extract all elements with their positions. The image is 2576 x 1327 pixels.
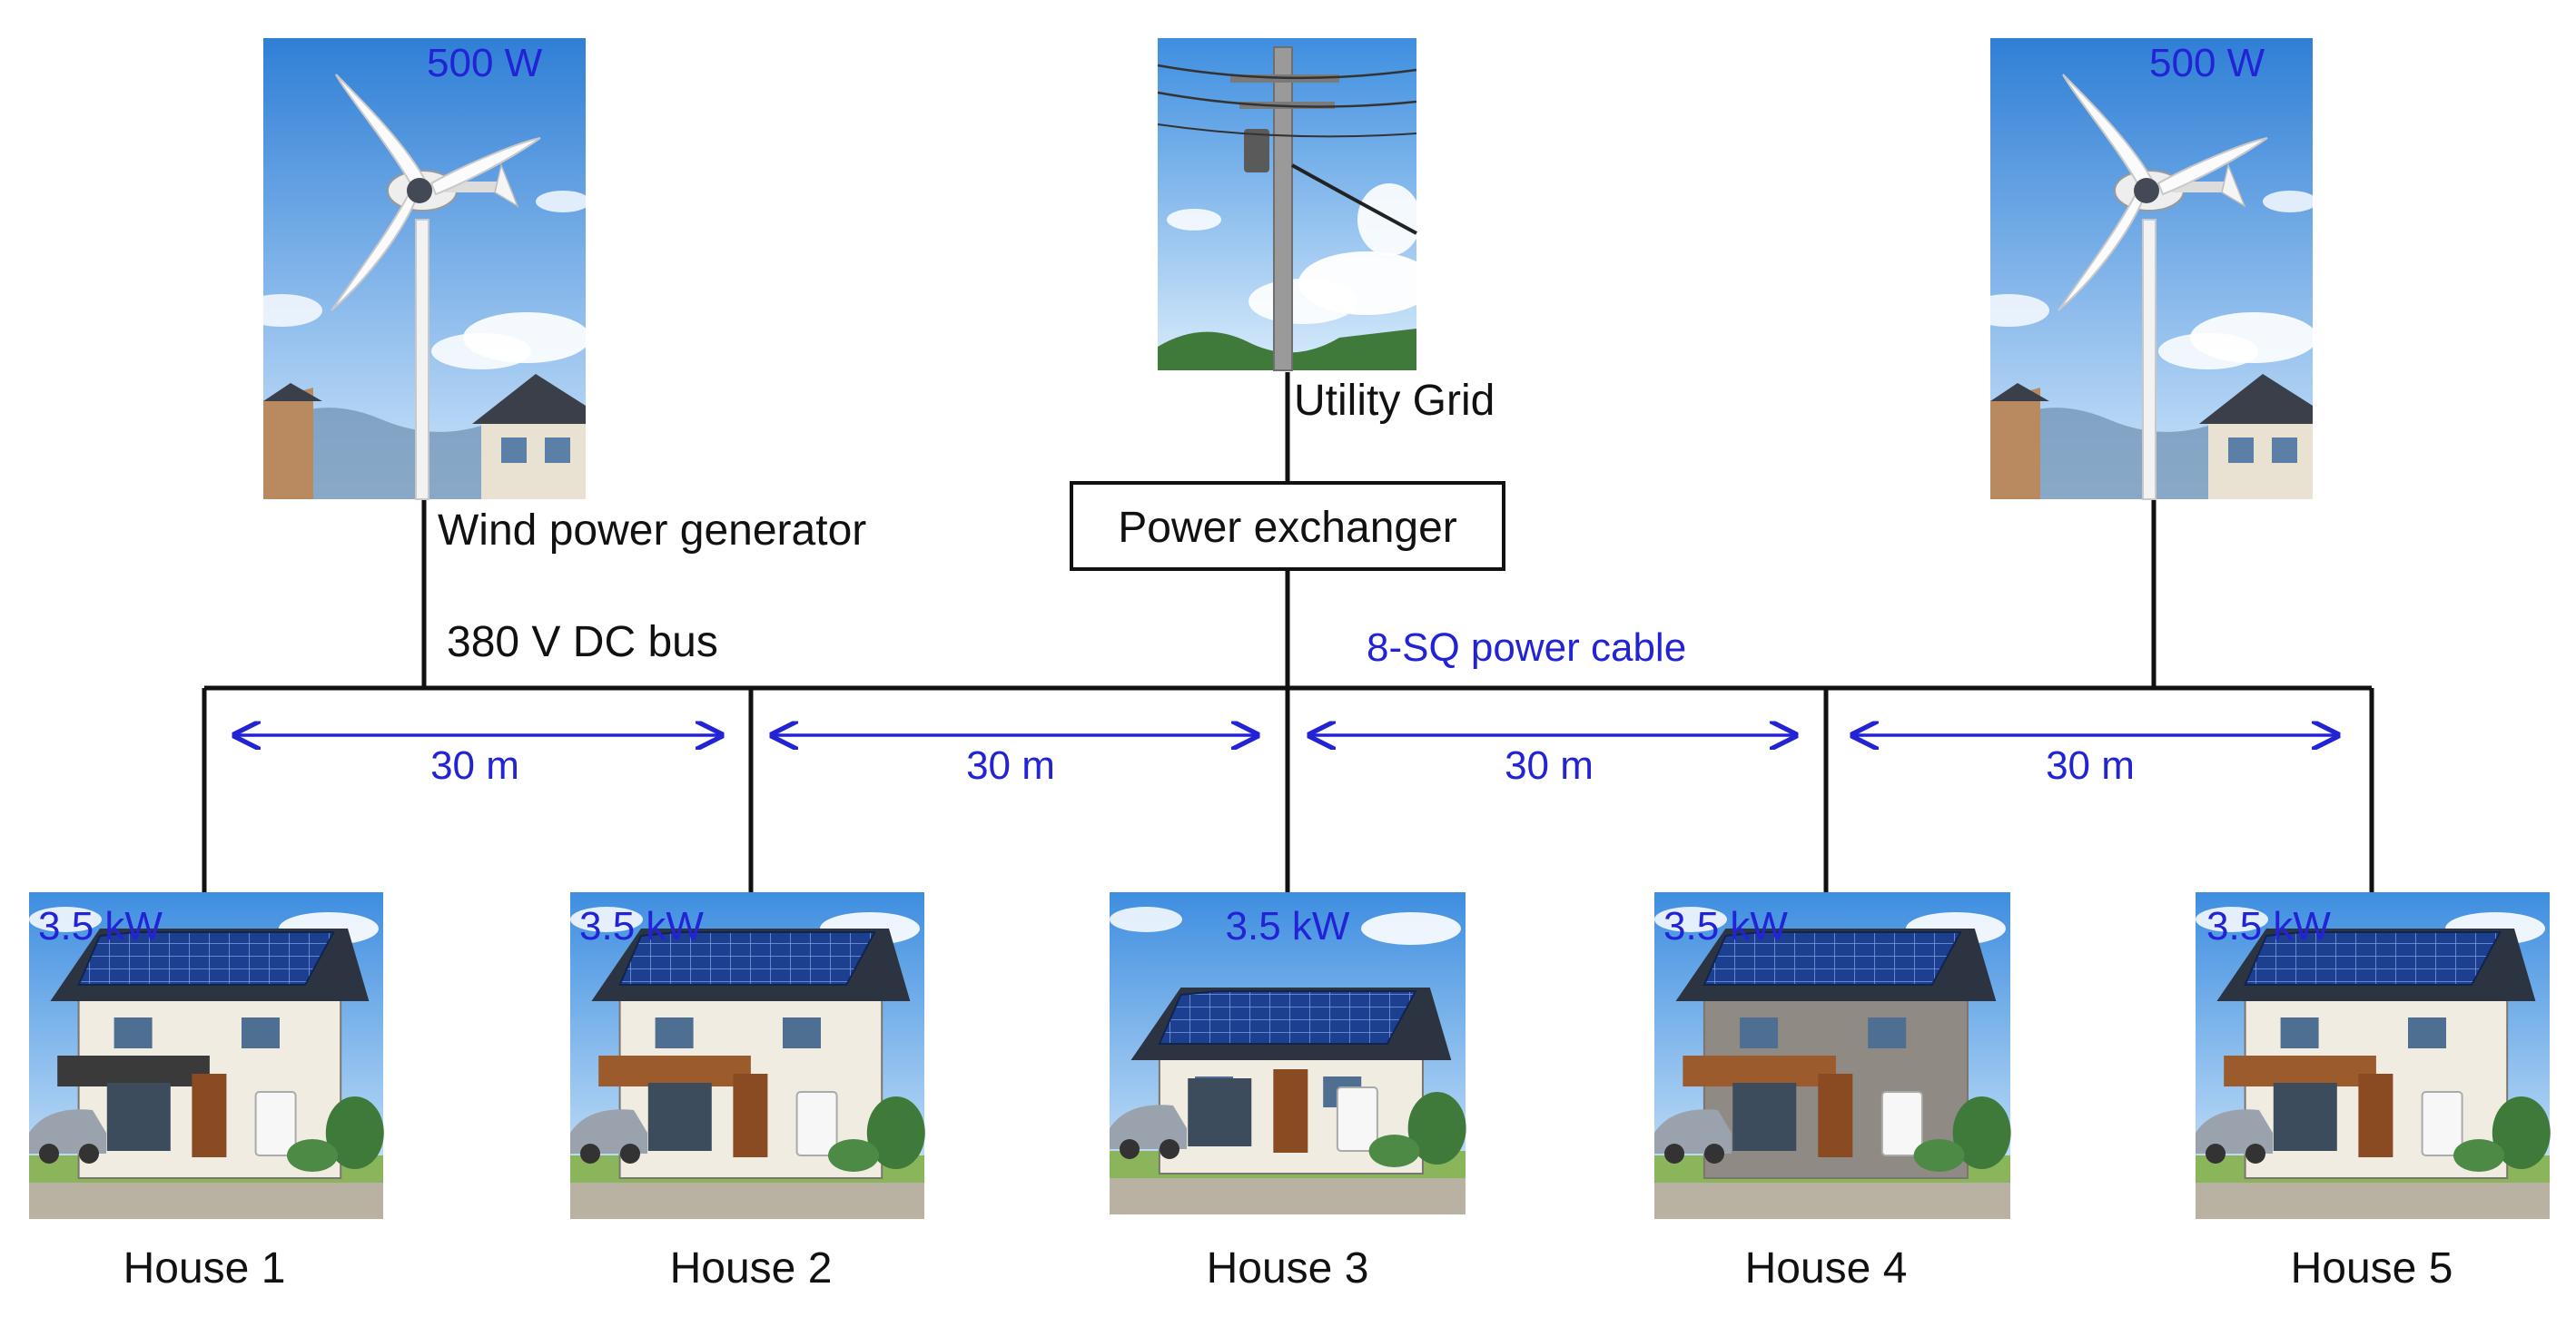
turbine-left-power: 500 W (427, 41, 543, 85)
house-1-pv-rating: 3.5 kW (38, 904, 163, 949)
house-5: 3.5 kW (2196, 892, 2551, 1219)
power-exchanger-label: Power exchanger (1118, 504, 1457, 552)
utility-grid (1157, 38, 1435, 371)
house-4: 3.5 kW (1654, 892, 2011, 1219)
house-3-pv-rating: 3.5 kW (1226, 904, 1350, 949)
house-1-label: House 1 (123, 1244, 286, 1293)
turbine-right-power: 500 W (2149, 41, 2265, 85)
house-5-label: House 5 (2291, 1244, 2453, 1293)
house-with-solar-panels-icon (570, 892, 925, 1219)
wind-turbine-right: 500 W (1968, 38, 2317, 500)
house-2-pv-rating: 3.5 kW (579, 904, 704, 949)
house-4-pv-rating: 3.5 kW (1663, 904, 1788, 949)
house-with-solar-panels-icon (1110, 892, 1466, 1214)
power-cable-label: 8-SQ power cable (1367, 625, 1686, 670)
utility-grid-label: Utility Grid (1294, 377, 1495, 425)
house-with-solar-panels-icon (2196, 892, 2551, 1219)
span-label-1: 30 m (430, 743, 519, 788)
span-label-3: 30 m (1505, 743, 1594, 788)
house-2: 3.5 kW (570, 892, 925, 1219)
span-labels: 30 m 30 m 30 m 30 m (430, 743, 2135, 788)
house-1: 3.5 kW (29, 892, 384, 1219)
wind-turbine-left: 500 W (241, 38, 590, 500)
dc-bus-label: 380 V DC bus (447, 618, 718, 666)
house-with-solar-panels-icon (1654, 892, 2011, 1219)
wind-generator-label: Wind power generator (438, 506, 866, 555)
dc-bus-wiring (202, 372, 2374, 892)
span-label-2: 30 m (966, 743, 1055, 788)
power-exchanger: Power exchanger (1070, 481, 1505, 571)
house-3: 3.5 kW (1110, 892, 1466, 1214)
span-label-4: 30 m (2046, 743, 2135, 788)
wind-turbine-icon (1968, 38, 2317, 500)
house-2-label: House 2 (670, 1244, 833, 1293)
house-5-pv-rating: 3.5 kW (2206, 904, 2331, 949)
power-exchanger-box (1070, 481, 1505, 571)
house-4-label: House 4 (1745, 1244, 1908, 1293)
wind-turbine-icon (241, 38, 590, 500)
utility-pole-icon (1157, 38, 1435, 371)
house-3-label: House 3 (1207, 1244, 1369, 1293)
house-with-solar-panels-icon (29, 892, 384, 1219)
